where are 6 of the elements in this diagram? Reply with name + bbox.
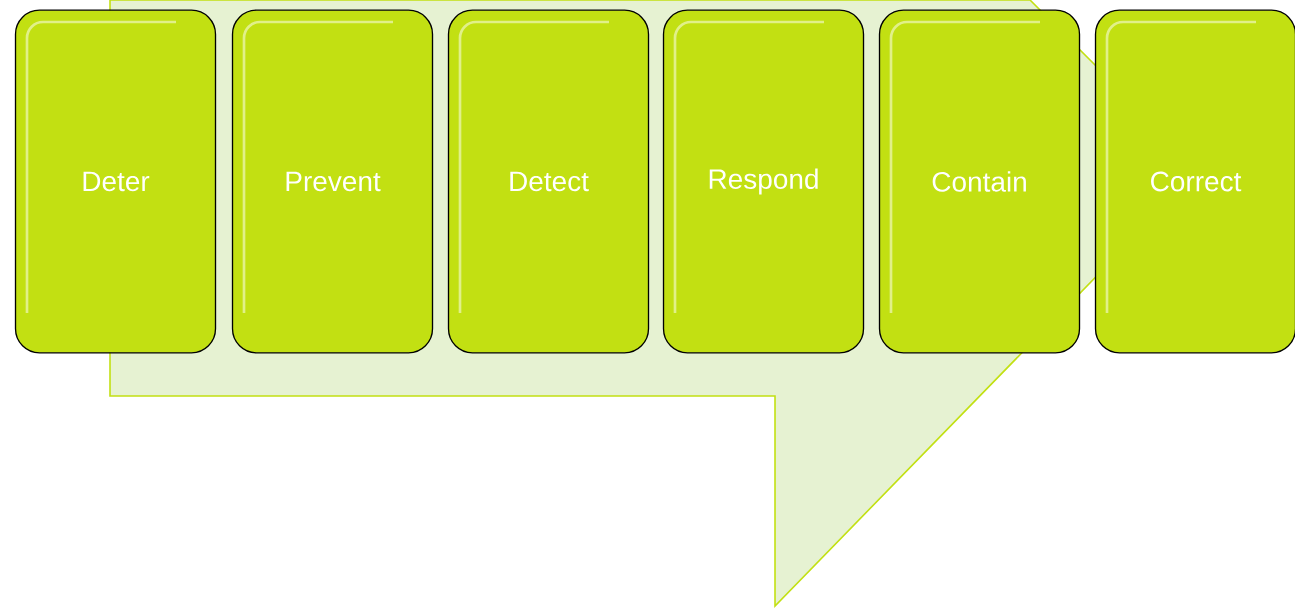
step-box: Correct <box>1094 9 1295 354</box>
step-box: Prevent <box>231 9 434 354</box>
step-box: Detect <box>447 9 650 354</box>
step-box: Contain <box>878 9 1081 354</box>
step-box: Respond <box>662 9 865 354</box>
step-box: Deter <box>14 9 217 354</box>
